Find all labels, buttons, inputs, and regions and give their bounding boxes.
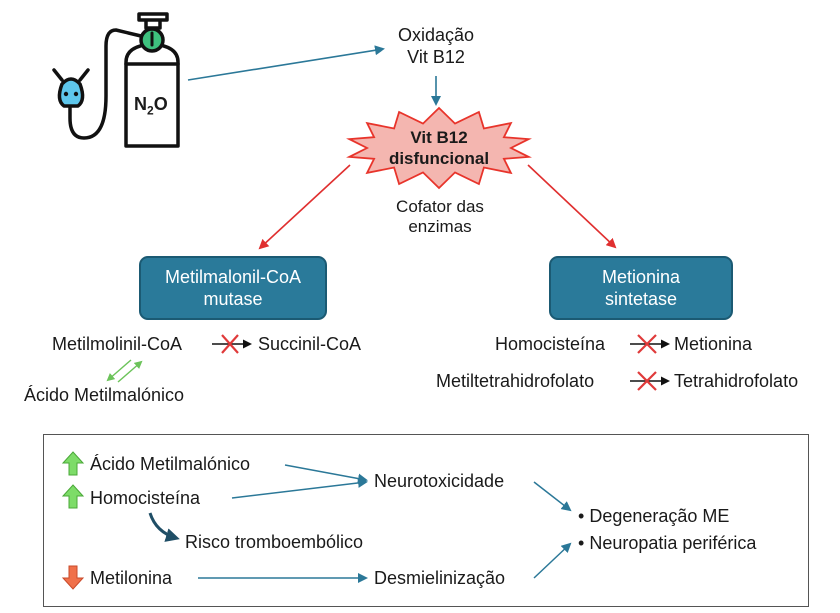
consequence-methionine: Metilonina	[90, 568, 173, 588]
enzyme-left-line1: Metilmalonil-CoA	[164, 267, 302, 287]
consequence-mma: Ácido Metilmalónico	[90, 454, 251, 474]
cofactor-line2: enzimas	[408, 217, 472, 236]
burst-to-right-enzyme-arrow	[527, 164, 617, 249]
consequence-demyelination: Desmielinização	[374, 568, 506, 588]
left-byproduct: Ácido Metilmalónico	[24, 385, 185, 405]
homocys-to-neurotox-arrow	[231, 477, 368, 499]
enzyme-box-methionine-synthase: Metionina sintetase	[549, 256, 733, 320]
increase-arrow-icon-2	[61, 484, 85, 509]
oxidation-line1: Oxidação	[397, 25, 475, 45]
demyel-to-outcomes-arrow	[533, 542, 572, 579]
decrease-arrow-icon	[61, 565, 85, 590]
outcome-spinal-degeneration: • Degeneração ME	[578, 505, 729, 527]
dysfunctional-b12-label: Vit B12 disfuncional	[369, 127, 509, 169]
neurotox-to-outcomes-arrow	[533, 481, 572, 512]
gas-cylinder-icon	[52, 12, 180, 148]
oxidation-label: Oxidação Vit B12	[376, 24, 496, 68]
cofactor-label: Cofator das enzimas	[370, 197, 510, 237]
consequence-neurotoxicity: Neurotoxicidade	[374, 471, 505, 491]
equilibrium-arrow-down	[106, 359, 132, 382]
burst-line2: disfuncional	[388, 149, 490, 168]
n2o-subscript: 2	[147, 103, 154, 118]
increase-arrow-icon-1	[61, 451, 85, 476]
bullet-1: •	[578, 506, 585, 526]
consequences-frame	[43, 434, 809, 607]
outcome-1-text: Degeneração ME	[589, 506, 730, 526]
left-block-x-icon	[221, 334, 239, 354]
consequence-homocysteine: Homocisteína	[90, 488, 201, 508]
right-substrate-1: Homocisteína	[495, 334, 606, 354]
right-block-x-icon-2	[637, 371, 657, 391]
mma-to-neurotox-arrow	[284, 464, 368, 484]
oxidation-line2: Vit B12	[407, 47, 465, 67]
n2o-n: N	[134, 94, 147, 114]
right-product-1: Metionina	[674, 334, 753, 354]
enzyme-right-line2: sintetase	[604, 289, 678, 309]
n2o-o: O	[153, 94, 168, 114]
enzyme-right-line1: Metionina	[601, 267, 681, 287]
burst-to-left-enzyme-arrow	[258, 164, 351, 250]
homocys-to-thrombo-arrow	[148, 512, 180, 542]
right-substrate-2: Metiltetrahidrofolato	[436, 371, 595, 391]
bullet-2: •	[578, 533, 585, 553]
tank-to-oxidation-arrow	[187, 45, 385, 81]
equilibrium-arrow-up	[117, 360, 143, 383]
left-substrate: Metilmolinil-CoA	[52, 334, 183, 354]
burst-line1: Vit B12	[410, 128, 468, 147]
outcome-2-text: Neuropatia periférica	[589, 533, 757, 553]
enzyme-box-methylmalonyl: Metilmalonil-CoA mutase	[139, 256, 327, 320]
consequence-thrombo-risk: Risco tromboembólico	[185, 532, 364, 552]
left-product: Succinil-CoA	[258, 334, 362, 354]
dysfunctional-b12-burst	[346, 106, 532, 190]
cofactor-line1: Cofator das	[396, 197, 484, 216]
outcome-peripheral-neuropathy: • Neuropatia periférica	[578, 532, 756, 554]
right-block-x-icon-1	[637, 334, 657, 354]
enzyme-left-line2: mutase	[203, 289, 263, 309]
n2o-label: N2O	[134, 94, 168, 118]
right-product-2: Tetrahidrofolato	[674, 371, 799, 391]
